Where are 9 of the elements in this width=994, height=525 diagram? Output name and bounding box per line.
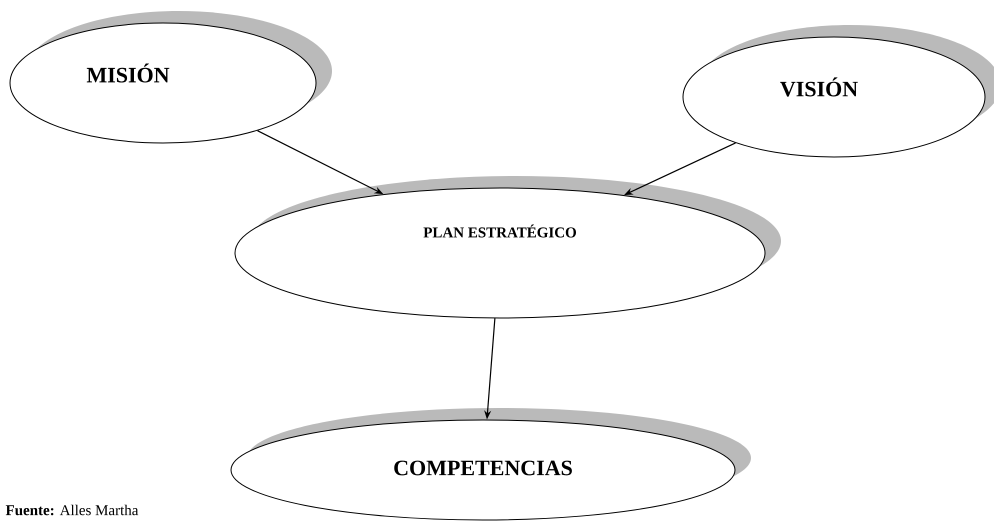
node-label: MISIÓN [86, 63, 170, 83]
source-note: Fuente: Alles Martha [6, 504, 138, 516]
node-label: PLAN ESTRATÉGICO [424, 224, 576, 238]
node-label: COMPETENCIAS [394, 460, 572, 476]
ellipse-node [230, 408, 751, 520]
ellipse-node [10, 11, 332, 144]
node-label: VISIÓN [780, 77, 858, 97]
ellipse-node [682, 25, 994, 158]
ellipse-node [234, 176, 781, 318]
